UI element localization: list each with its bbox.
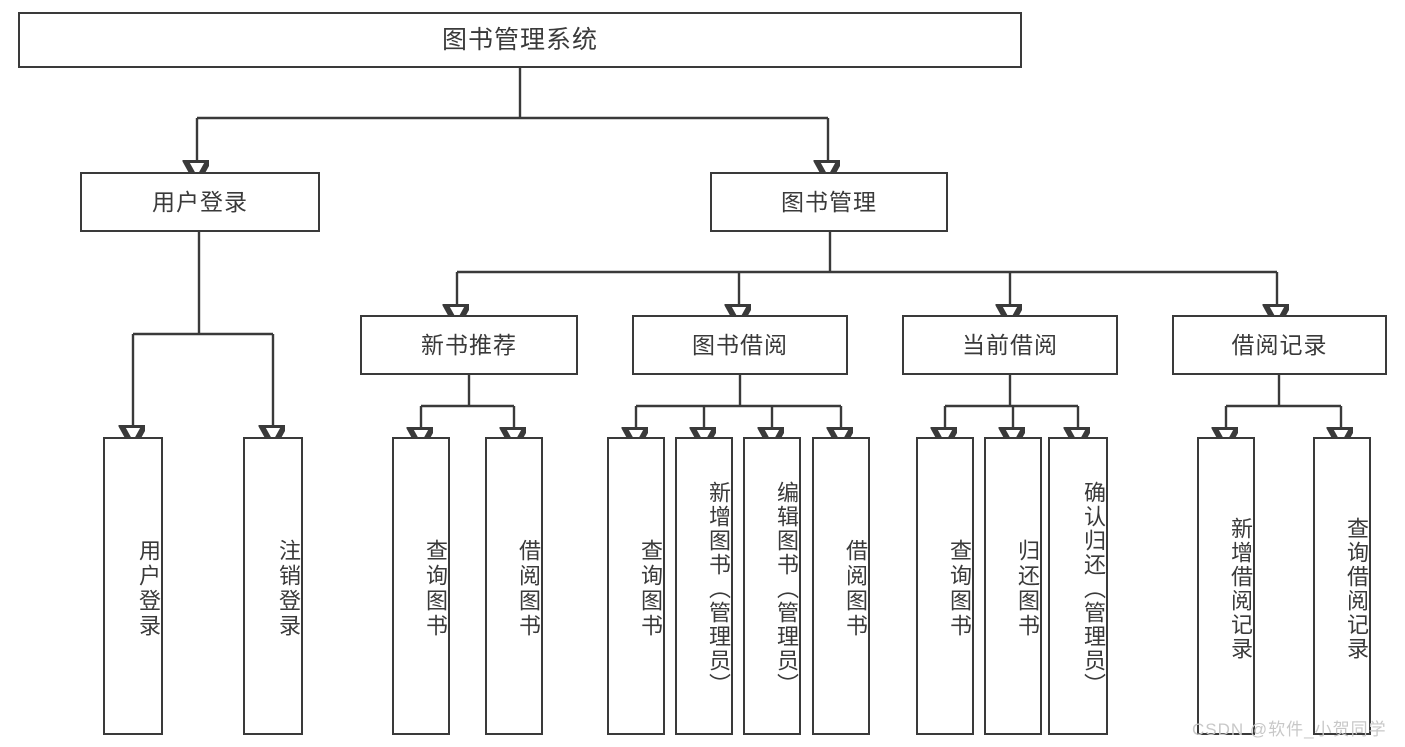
node-book-borrow[interactable]: 图书借阅 — [632, 315, 848, 375]
leaf-book-borrow-query-book[interactable]: 查询图书 — [607, 437, 665, 735]
leaf-book-borrow-borrow-book[interactable]: 借阅图书 — [812, 437, 870, 735]
node-root-book-management-system[interactable]: 图书管理系统 — [18, 12, 1022, 68]
leaf-user-login-logout[interactable]: 注销登录 — [243, 437, 303, 735]
leaf-book-borrow-add-book-admin[interactable]: 新增图书（管理员） — [675, 437, 733, 735]
leaf-user-login-login[interactable]: 用户登录 — [103, 437, 163, 735]
node-user-login[interactable]: 用户登录 — [80, 172, 320, 232]
leaf-current-borrow-confirm-return-admin[interactable]: 确认归还（管理员） — [1048, 437, 1108, 735]
node-borrow-record[interactable]: 借阅记录 — [1172, 315, 1387, 375]
leaf-borrow-record-add-record[interactable]: 新增借阅记录 — [1197, 437, 1255, 735]
leaf-new-book-borrow-book[interactable]: 借阅图书 — [485, 437, 543, 735]
leaf-current-borrow-query-book[interactable]: 查询图书 — [916, 437, 974, 735]
node-new-book-recommend[interactable]: 新书推荐 — [360, 315, 578, 375]
leaf-book-borrow-edit-book-admin[interactable]: 编辑图书（管理员） — [743, 437, 801, 735]
node-current-borrow[interactable]: 当前借阅 — [902, 315, 1118, 375]
leaf-new-book-query-book[interactable]: 查询图书 — [392, 437, 450, 735]
leaf-borrow-record-query-record[interactable]: 查询借阅记录 — [1313, 437, 1371, 735]
leaf-current-borrow-return-book[interactable]: 归还图书 — [984, 437, 1042, 735]
node-book-management[interactable]: 图书管理 — [710, 172, 948, 232]
